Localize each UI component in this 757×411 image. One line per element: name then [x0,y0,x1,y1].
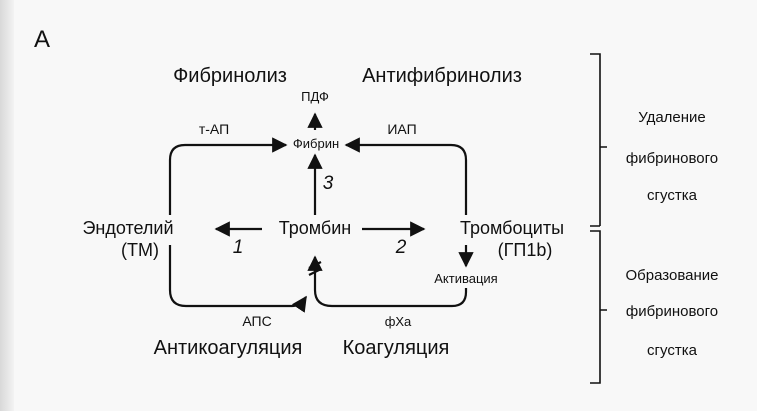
scan-edge [0,0,14,411]
label-2: 2 [395,237,407,258]
heading-anticoagulation: Антикоагуляция [153,337,303,359]
formation-line-1: Образование [625,267,719,284]
formation-line-2: фибринового [625,303,719,320]
label-t-ap: т-АП [198,121,230,137]
label-iap: ИАП [387,121,417,137]
removal-line-1: Удаление [638,109,706,126]
label-1: 1 [232,237,244,258]
panel-label: А [33,26,51,53]
node-pdf: ПДФ [301,89,329,104]
node-platelets: Тромбоциты [459,218,565,238]
node-platelets-sub: (ГП1b) [497,240,553,260]
removal-line-3: сгустка [647,187,697,204]
node-thrombin: Тромбин [278,218,352,238]
arrow-fxa [307,255,468,308]
node-fibrin: Фибрин [292,136,340,151]
inhibit-mark [308,261,322,276]
label-3: 3 [322,173,334,194]
removal-line-2: фибринового [625,150,719,167]
arrow-aps [168,245,307,313]
heading-coagulation: Коагуляция [342,337,450,359]
node-activation: Активация [434,271,498,286]
arrow-t-ap [168,137,288,215]
arrow-iap [344,137,468,215]
node-endothelium: Эндотелий [82,218,174,238]
formation-line-3: сгустка [647,342,697,359]
node-endothelium-sub: (ТМ) [121,240,159,260]
bracket-formation [590,225,607,384]
heading-fibrinolysis: Фибринолиз [173,65,287,87]
label-fxa: фХа [384,314,412,329]
label-aps: АПС [242,313,272,329]
heading-antifibrinolysis: Антифибринолиз [362,65,522,87]
bracket-removal [590,53,607,226]
